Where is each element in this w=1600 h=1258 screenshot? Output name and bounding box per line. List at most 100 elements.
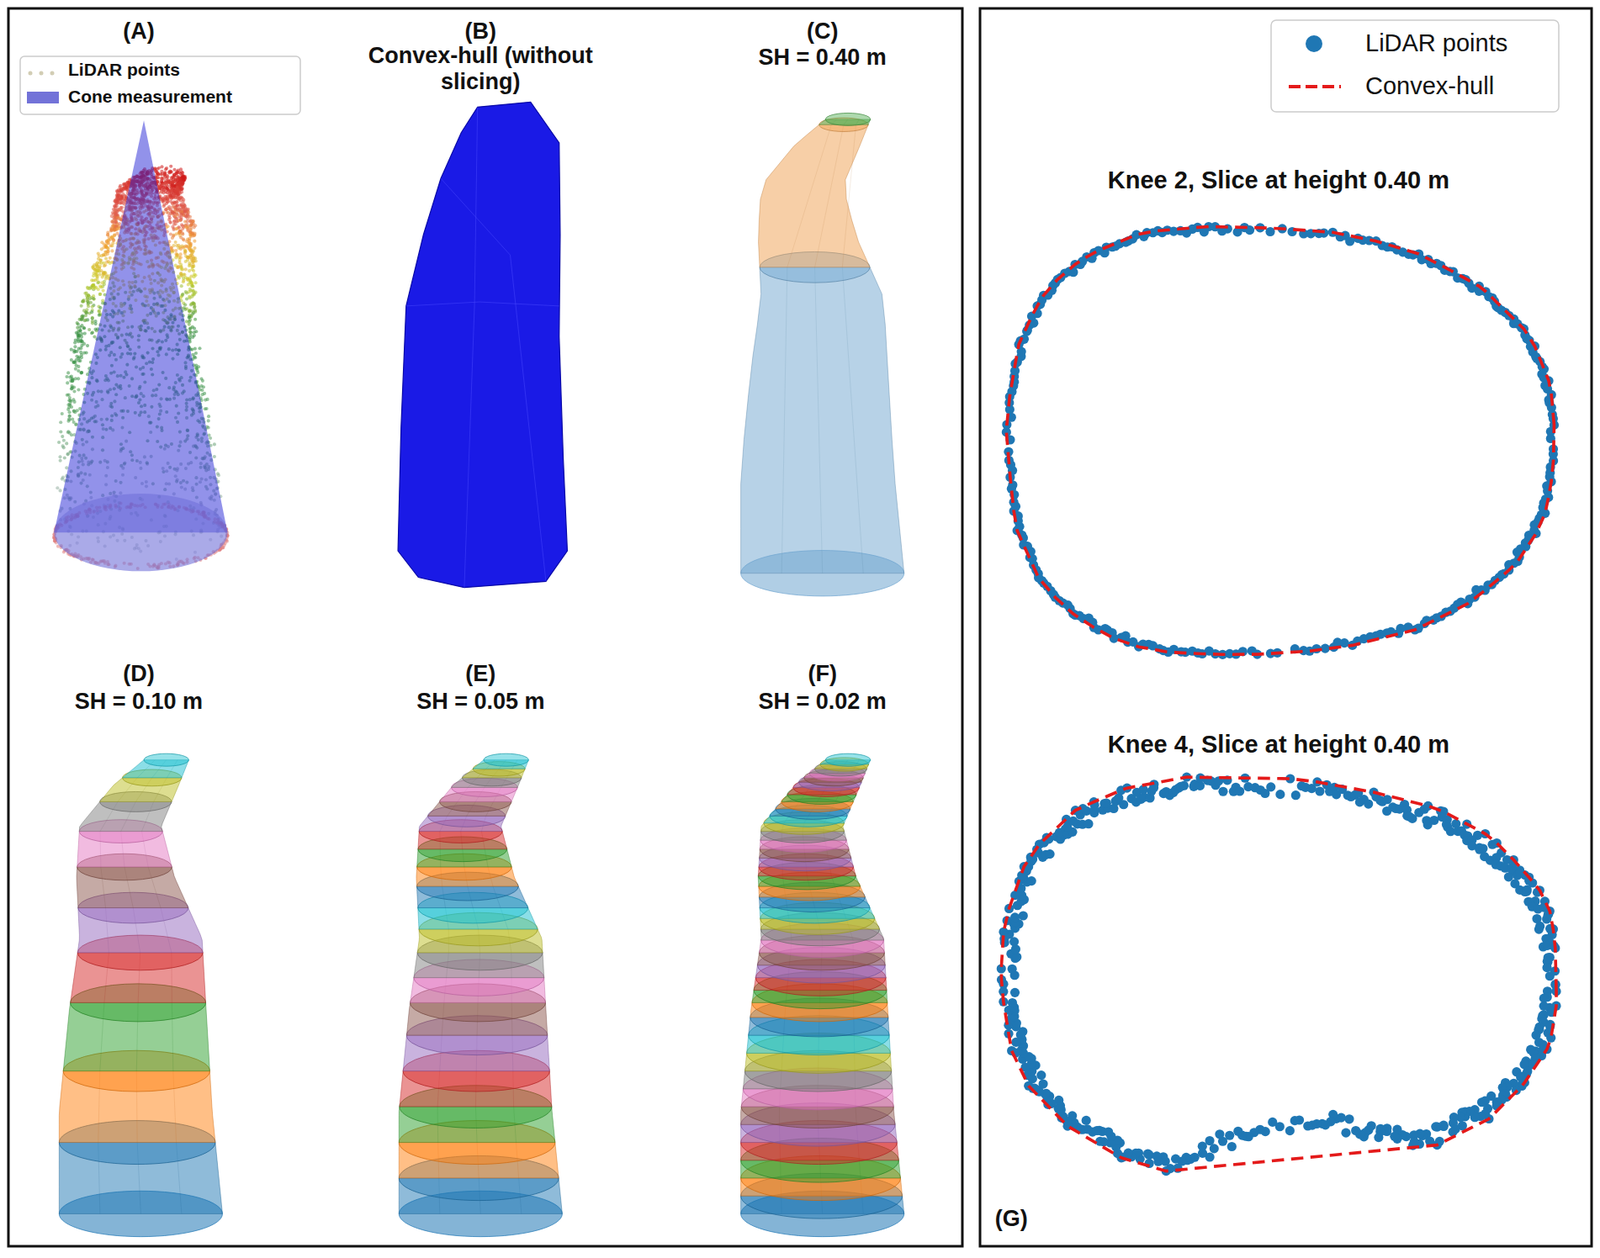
lidar-point <box>179 252 183 256</box>
lidar-point <box>174 200 179 204</box>
lidar-point <box>75 326 80 330</box>
lidar-point <box>169 232 173 236</box>
lidar-point <box>70 386 75 390</box>
lidar-point <box>192 301 197 306</box>
lidar-point <box>66 407 70 412</box>
lidar-point <box>185 291 189 295</box>
lidar-point <box>62 439 66 443</box>
lidar-point <box>203 398 207 403</box>
lidar-point <box>100 280 104 285</box>
lidar-point <box>192 225 197 229</box>
lidar-point <box>119 201 123 205</box>
lidar-point <box>74 367 78 371</box>
lidar-point <box>64 375 69 379</box>
lidar-point <box>187 316 191 320</box>
lidar-point <box>187 261 191 265</box>
lidar-point <box>197 346 202 350</box>
lidar-point <box>174 232 179 236</box>
lidar-point <box>98 306 102 310</box>
lidar-point <box>87 328 91 332</box>
lidar-point <box>74 354 79 359</box>
lidar-point <box>174 240 178 244</box>
lidar-point <box>58 488 62 493</box>
lidar-point <box>193 280 197 285</box>
lidar-point <box>179 218 183 223</box>
lidar-point <box>100 298 105 302</box>
lidar-point <box>159 164 164 169</box>
lidar-point <box>79 353 84 357</box>
lidar-point <box>58 455 62 459</box>
lidar-point <box>216 471 220 476</box>
lidar-point <box>61 444 65 448</box>
lidar-point <box>192 239 197 244</box>
lidar-point <box>176 275 181 279</box>
lidar-point <box>67 414 71 419</box>
lidar-point <box>71 397 75 402</box>
lidar-point <box>159 180 164 184</box>
lidar-point <box>72 389 76 393</box>
lidar-point <box>58 429 63 434</box>
lidar-point <box>188 287 192 292</box>
lidar-point <box>174 249 178 253</box>
lidar-point <box>82 326 86 330</box>
illustration <box>52 101 1561 1237</box>
lidar-point <box>86 304 91 308</box>
lidar-point <box>76 387 80 392</box>
lidar-point <box>191 256 196 260</box>
lidar-point <box>193 347 197 351</box>
lidar-point <box>180 293 185 297</box>
lidar-point <box>82 342 86 346</box>
lidar-point <box>178 171 182 175</box>
lidar-point <box>84 310 89 314</box>
lidar-point <box>96 251 101 255</box>
lidar-point <box>110 243 114 248</box>
lidar-point <box>98 292 102 297</box>
lidar-point <box>90 310 94 314</box>
lidar-point <box>65 381 69 385</box>
lidar-point <box>156 175 160 180</box>
lidar-point <box>79 323 84 328</box>
lidar-point <box>90 321 95 325</box>
lidar-point <box>212 455 217 459</box>
lidar-point <box>104 276 108 281</box>
lidar-point <box>57 440 61 445</box>
lidar-point <box>170 236 175 240</box>
lidar-point <box>111 238 116 243</box>
lidar-point <box>64 441 69 446</box>
lidar-point <box>97 309 101 313</box>
lidar-point <box>193 317 197 322</box>
lidar-point <box>187 323 191 327</box>
lidar-point <box>76 369 80 373</box>
lidar-point <box>99 285 103 289</box>
lidar-point <box>164 166 169 170</box>
lidar-point <box>180 284 184 288</box>
lidar-point <box>69 358 74 362</box>
lidar-point <box>66 370 70 375</box>
lidar-point <box>172 200 176 204</box>
lidar-point <box>192 327 197 331</box>
lidar-point <box>84 318 88 323</box>
lidar-point <box>97 313 101 318</box>
lidar-point <box>194 259 198 263</box>
lidar-point <box>194 351 198 355</box>
lidar-point <box>180 209 184 213</box>
lidar-point <box>201 379 205 383</box>
lidar-point <box>98 272 102 276</box>
lidar-point <box>183 303 187 308</box>
lidar-point <box>167 217 171 222</box>
lidar-point <box>106 249 111 254</box>
lidar-point <box>74 364 79 368</box>
lidar-point <box>58 459 63 463</box>
lidar-point <box>117 222 122 226</box>
lidar-point <box>190 335 195 340</box>
lidar-point <box>190 348 194 352</box>
lidar-point <box>184 267 188 271</box>
lidar-point <box>60 434 64 439</box>
lidar-point <box>55 486 59 490</box>
lidar-point <box>69 405 74 409</box>
lidar-point <box>212 442 217 446</box>
lidar-point <box>184 259 188 264</box>
lidar-point <box>203 407 207 411</box>
lidar-point <box>75 321 80 325</box>
lidar-point <box>60 412 64 416</box>
